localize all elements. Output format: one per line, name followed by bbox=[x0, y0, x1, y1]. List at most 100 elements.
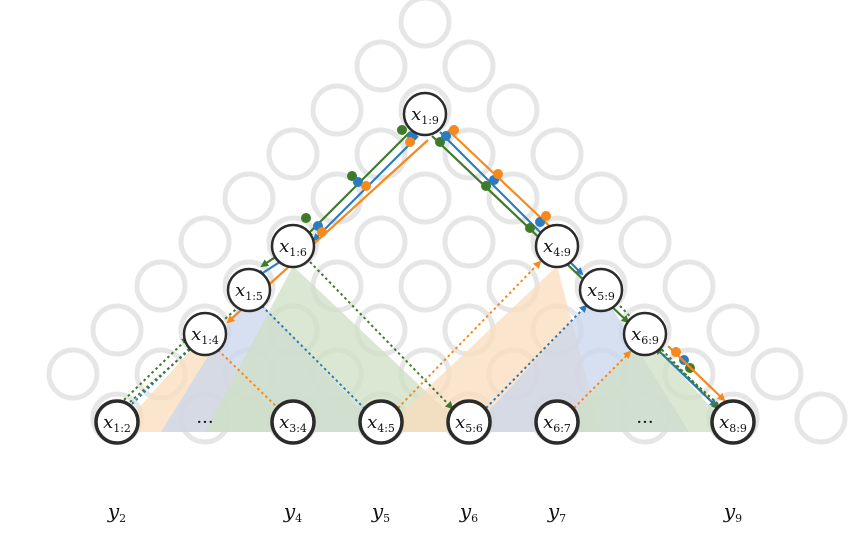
node-label-x45-subscript: 4:5 bbox=[377, 422, 395, 435]
shaded-regions bbox=[117, 266, 733, 432]
ghost-node bbox=[486, 83, 540, 137]
ghost-node bbox=[530, 127, 584, 181]
observation-y2: y2 bbox=[107, 499, 126, 525]
ghost-node bbox=[442, 39, 496, 93]
edge-dotted-orange-x14-x34 bbox=[217, 349, 281, 411]
edge-dot bbox=[361, 181, 371, 191]
ghost-node bbox=[486, 171, 540, 225]
node-label-x67-var: x bbox=[543, 412, 553, 433]
edge-dotted-green-x12-x14 bbox=[123, 336, 190, 401]
node-x15 bbox=[226, 267, 272, 313]
ghost-node bbox=[794, 391, 848, 445]
edge-dot bbox=[441, 131, 451, 141]
node-label-x16-subscript: 1:6 bbox=[289, 246, 307, 259]
ghost-node bbox=[442, 215, 496, 269]
observation-y2-var: y bbox=[107, 499, 120, 523]
node-label-x19: x1:9 bbox=[411, 104, 439, 127]
node-x59 bbox=[578, 267, 624, 313]
node-label-x59-subscript: 5:9 bbox=[597, 290, 615, 303]
node-x89 bbox=[710, 399, 756, 445]
node-x69 bbox=[622, 311, 668, 357]
edge-dot bbox=[317, 227, 327, 237]
node-label-x45-var: x bbox=[367, 412, 377, 433]
observation-y4: y4 bbox=[283, 499, 302, 525]
observation-y5-var: y bbox=[371, 499, 384, 523]
edge-dot bbox=[481, 181, 491, 191]
node-x12 bbox=[94, 399, 140, 445]
observation-y9: y9 bbox=[723, 499, 742, 525]
node-label-x49-subscript: 4:9 bbox=[553, 246, 571, 259]
edge-orange-x69-x89 bbox=[667, 345, 726, 402]
node-label-x59: x5:9 bbox=[587, 280, 615, 303]
edge-dotted-blue-x15-x45 bbox=[261, 305, 365, 409]
node-label-x59-var: x bbox=[587, 280, 597, 301]
ghost-node bbox=[90, 303, 144, 357]
edge-dot bbox=[405, 137, 415, 147]
node-label-x19-subscript: 1:9 bbox=[421, 114, 439, 127]
node-label-x89: x8:9 bbox=[719, 412, 747, 435]
edge-dotted-blue-x56-x59 bbox=[485, 304, 588, 409]
node-label-x67: x6:7 bbox=[543, 412, 571, 435]
ghost-node bbox=[354, 127, 408, 181]
node-x67 bbox=[534, 399, 580, 445]
ghost-node bbox=[662, 259, 716, 313]
node-label-x89-subscript: 8:9 bbox=[729, 422, 747, 435]
observation-y7-subscript: 7 bbox=[559, 512, 566, 525]
node-label-x15-subscript: 1:5 bbox=[245, 290, 263, 303]
observation-y6-subscript: 6 bbox=[471, 512, 478, 525]
node-label-x34-subscript: 3:4 bbox=[289, 422, 307, 435]
observation-y2-subscript: 2 bbox=[119, 512, 126, 525]
node-label-x69-var: x bbox=[631, 324, 641, 345]
region-green-left bbox=[205, 266, 469, 432]
node-x45 bbox=[358, 399, 404, 445]
edge-dot bbox=[525, 223, 535, 233]
edge-dot bbox=[493, 169, 503, 179]
edge-dotted-orange-x45-x49 bbox=[397, 260, 542, 409]
node-label-x67-subscript: 6:7 bbox=[553, 422, 571, 435]
node-x49 bbox=[534, 223, 580, 269]
edge-dot bbox=[397, 125, 407, 135]
node-label-x49-var: x bbox=[543, 236, 553, 257]
ghost-node bbox=[222, 171, 276, 225]
dots-right: ··· bbox=[636, 412, 653, 433]
node-label-x15-var: x bbox=[235, 280, 245, 301]
ghost-node bbox=[398, 0, 452, 49]
ghost-node bbox=[398, 171, 452, 225]
node-label-x14: x1:4 bbox=[191, 324, 219, 347]
edge-dot bbox=[353, 177, 363, 187]
observation-y7-var: y bbox=[547, 499, 560, 523]
node-label-x12-subscript: 1:2 bbox=[113, 422, 131, 435]
ghost-node bbox=[134, 259, 188, 313]
edge-dot bbox=[449, 125, 459, 135]
ghost-node bbox=[618, 215, 672, 269]
node-label-x56-var: x bbox=[455, 412, 465, 433]
node-label-x69-subscript: 6:9 bbox=[641, 334, 659, 347]
observation-y9-var: y bbox=[723, 499, 736, 523]
node-label-x34-var: x bbox=[279, 412, 289, 433]
ghost-node bbox=[354, 215, 408, 269]
ghost-node bbox=[398, 259, 452, 313]
ghost-node bbox=[310, 83, 364, 137]
node-label-x69: x6:9 bbox=[631, 324, 659, 347]
node-label-x15: x1:5 bbox=[235, 280, 263, 303]
observation-y4-var: y bbox=[283, 499, 296, 523]
node-label-x89-var: x bbox=[719, 412, 729, 433]
observation-y7: y7 bbox=[547, 499, 566, 525]
observation-y9-subscript: 9 bbox=[735, 512, 742, 525]
observation-y6: y6 bbox=[459, 499, 478, 525]
edge-blue-x69-x89 bbox=[659, 351, 718, 408]
node-x19 bbox=[402, 91, 448, 137]
node-label-x34: x3:4 bbox=[279, 412, 307, 435]
node-label-x45: x4:5 bbox=[367, 412, 395, 435]
edge-dot bbox=[541, 211, 551, 221]
edge-dotted-green-x16-x56 bbox=[309, 261, 454, 410]
node-x14 bbox=[182, 311, 228, 357]
observation-y5-subscript: 5 bbox=[383, 512, 390, 525]
labeled-nodes bbox=[94, 91, 756, 445]
ghost-node bbox=[354, 39, 408, 93]
edge-dot bbox=[301, 213, 311, 223]
node-label-x14-subscript: 1:4 bbox=[201, 334, 219, 347]
dots-left: ··· bbox=[196, 412, 213, 433]
